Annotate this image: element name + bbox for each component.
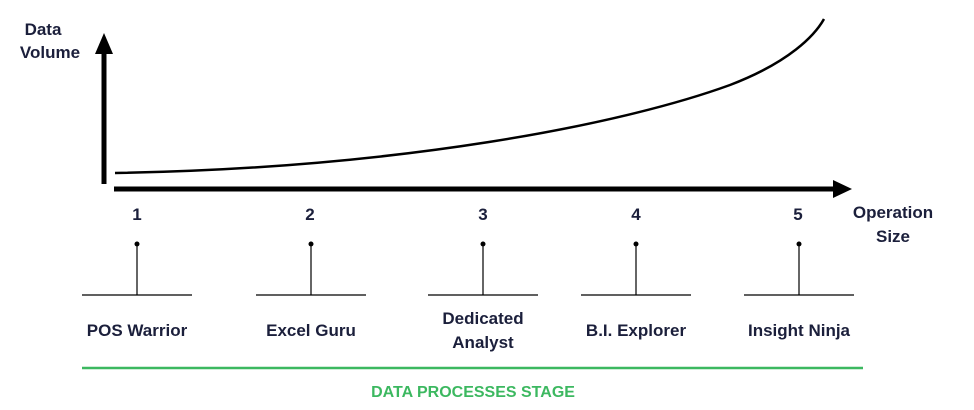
growth-curve <box>114 18 826 175</box>
stage-4: 4 B.I. Explorer <box>581 205 691 340</box>
stage-name-line-2: Analyst <box>452 333 514 352</box>
stage-3: 3 Dedicated Analyst <box>428 205 538 352</box>
stage-number: 3 <box>478 205 487 224</box>
stage-name: Insight Ninja <box>748 321 851 340</box>
x-axis-label-line-2: Size <box>876 227 910 246</box>
stage-name: POS Warrior <box>87 321 188 340</box>
stage-number: 2 <box>305 205 314 224</box>
x-axis-label-line-1: Operation <box>853 203 933 222</box>
stage-name: Excel Guru <box>266 321 356 340</box>
y-axis-label-line-1: Data <box>25 20 62 39</box>
footer-label: DATA PROCESSES STAGE <box>371 384 575 401</box>
stage-5: 5 Insight Ninja <box>744 205 854 340</box>
y-axis-label-line-2: Volume <box>20 43 80 62</box>
stage-2: 2 Excel Guru <box>256 205 366 340</box>
y-axis <box>95 33 113 184</box>
x-axis <box>114 180 852 198</box>
stage-number: 5 <box>793 205 802 224</box>
stage-name: B.I. Explorer <box>586 321 687 340</box>
stage-number: 1 <box>132 205 141 224</box>
stage-1: 1 POS Warrior <box>82 205 192 340</box>
stage-name-line-1: Dedicated <box>442 309 523 328</box>
stage-number: 4 <box>631 205 641 224</box>
